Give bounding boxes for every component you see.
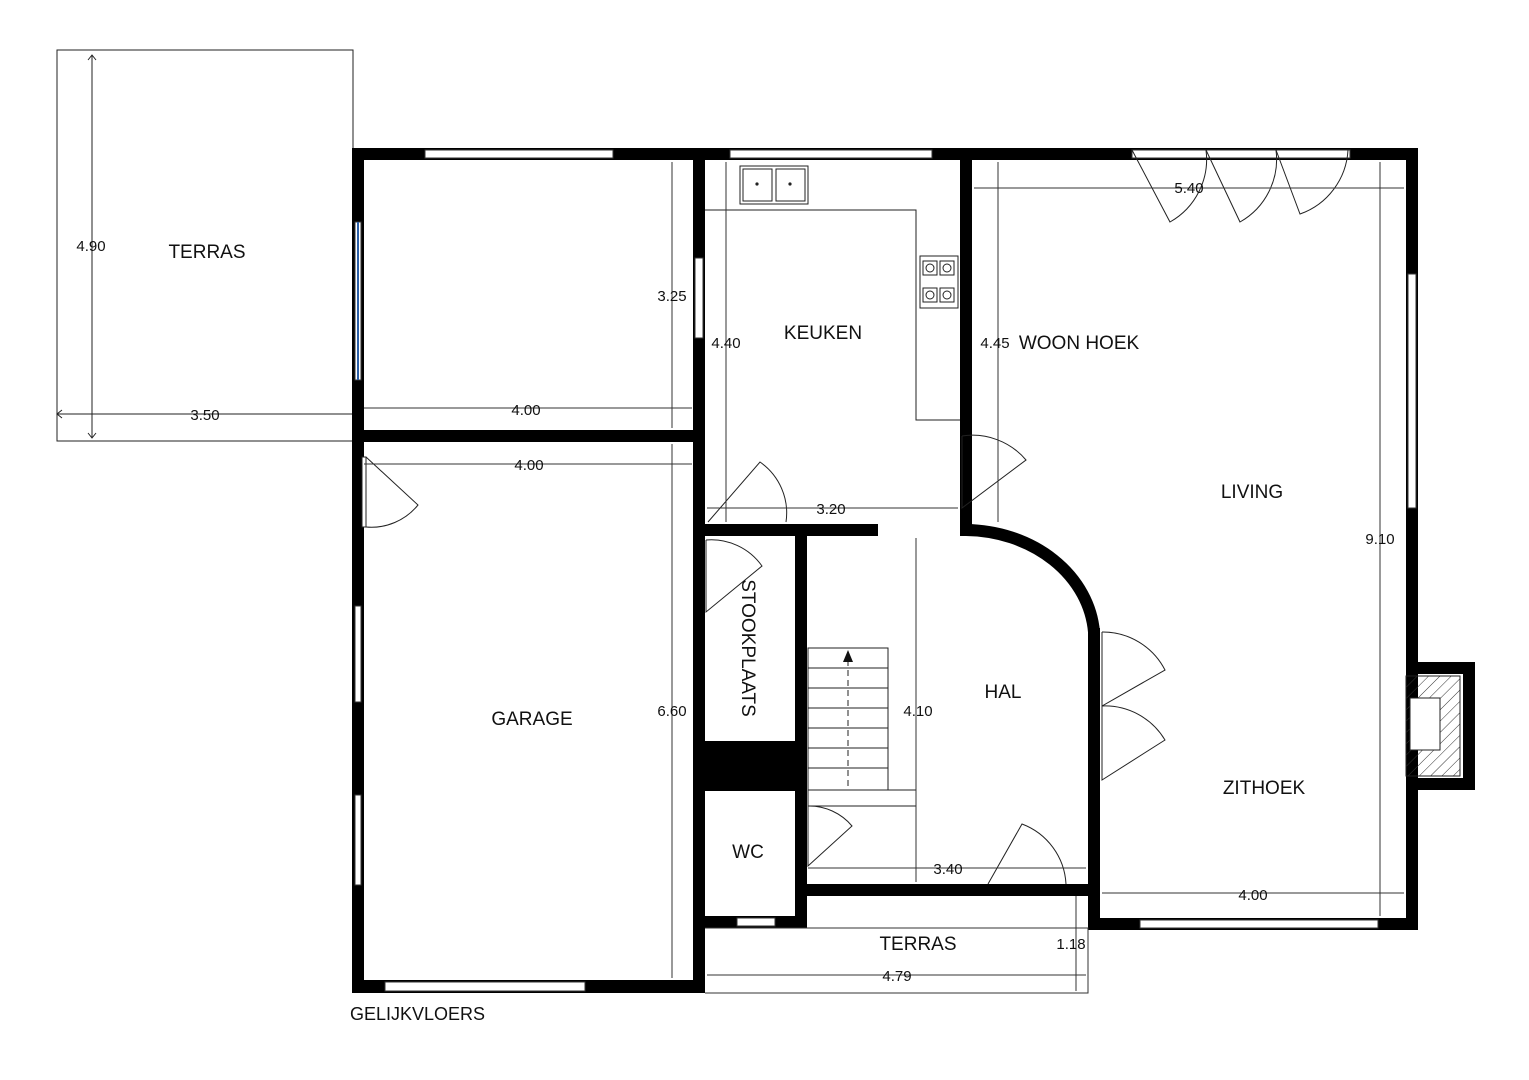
- room-label-terras-top: TERRAS: [168, 242, 245, 263]
- floor-label: GELIJKVLOERS: [350, 1004, 485, 1024]
- stairs: [807, 647, 917, 807]
- dim-room-top-height: 3.25: [657, 288, 686, 305]
- dim-garage-height: 6.60: [657, 703, 686, 720]
- dim-room-top-width: 4.00: [511, 402, 540, 419]
- stove-icon: [919, 255, 959, 309]
- room-label-hal: HAL: [985, 682, 1022, 703]
- sink-icon: [742, 168, 773, 202]
- dim-zithoek-width: 4.00: [1238, 887, 1267, 904]
- room-label-keuken: KEUKEN: [784, 323, 862, 344]
- windows: [354, 149, 1417, 992]
- room-label-stookplaats: STOOKPLAATS: [737, 579, 758, 717]
- dim-terras-bottom-width: 4.79: [882, 968, 911, 985]
- dim-living-height: 9.10: [1365, 531, 1394, 548]
- room-label-living: LIVING: [1221, 482, 1283, 503]
- dim-hal-height: 4.10: [903, 703, 932, 720]
- dim-terras-width: 3.50: [190, 407, 219, 424]
- curved-wall: [965, 524, 1100, 633]
- dim-terras-height: 4.90: [76, 238, 105, 255]
- room-label-garage: GARAGE: [491, 709, 572, 730]
- kitchen-counter: [705, 165, 960, 421]
- dim-woon-height: 4.45: [980, 335, 1009, 352]
- room-label-zithoek: ZITHOEK: [1223, 778, 1306, 799]
- dim-terras-bottom-height: 1.18: [1056, 936, 1085, 953]
- dim-keuken-width: 3.20: [816, 501, 845, 518]
- walls: [352, 148, 1475, 993]
- room-label-wc: WC: [732, 842, 764, 863]
- dim-garage-width: 4.00: [514, 457, 543, 474]
- dimension-lines: [364, 162, 1404, 994]
- room-label-woon-hoek: WOON HOEK: [1019, 333, 1140, 354]
- room-label-terras-bottom: TERRAS: [879, 934, 956, 955]
- fireplace-icon: [1405, 675, 1461, 777]
- dim-living-width-top: 5.40: [1174, 180, 1203, 197]
- dim-keuken-height: 4.40: [711, 335, 740, 352]
- door-swings: [361, 149, 1349, 885]
- dim-hal-width: 3.40: [933, 861, 962, 878]
